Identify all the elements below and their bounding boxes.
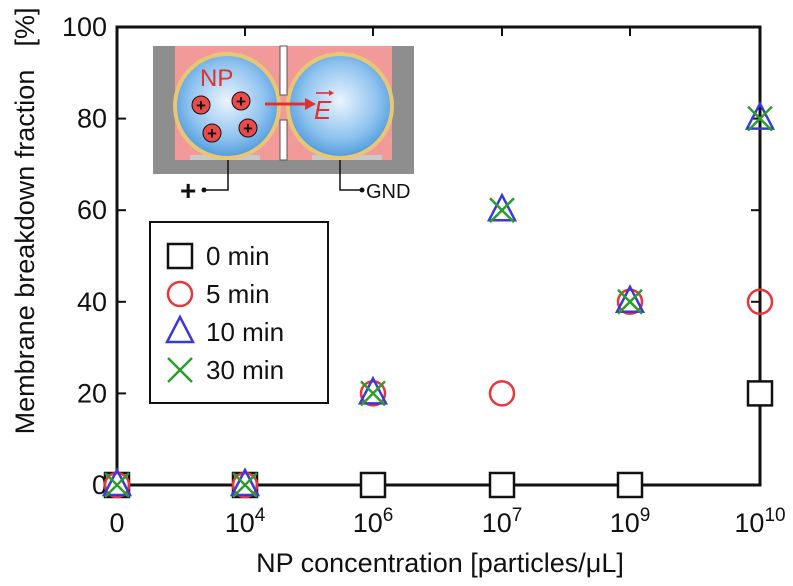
y-tick-label: 40 <box>77 287 107 317</box>
inset-droplet-right <box>286 52 394 160</box>
data-point <box>357 375 389 405</box>
cross-stroke <box>360 380 386 407</box>
charge-symbol: + <box>236 92 246 111</box>
legend-label: 10 min <box>206 317 284 347</box>
inset-wire-left <box>204 160 229 191</box>
inset-field-arrowhead <box>305 98 316 110</box>
charge-symbol: + <box>243 119 253 138</box>
series-cross <box>104 105 773 498</box>
inset-gnd-label: GND <box>366 181 410 203</box>
y-axis-unit: [%] <box>10 7 40 46</box>
data-point <box>359 471 387 499</box>
data-point <box>614 284 646 314</box>
data-point <box>747 105 773 132</box>
data-point <box>489 197 515 224</box>
series-triangle <box>101 100 776 497</box>
legend-label: 5 min <box>206 279 270 309</box>
data-point <box>746 288 774 316</box>
charge-symbol: + <box>207 124 217 143</box>
inset-np-label: NP <box>200 65 233 92</box>
inset-terminal-left <box>201 187 207 193</box>
inset-floor <box>153 160 414 174</box>
inset-field-vector-arrowhead <box>329 90 334 96</box>
legend-label: 30 min <box>206 355 284 385</box>
x-tick-label: 104 <box>225 505 266 538</box>
x-tick-label: 109 <box>610 505 651 538</box>
inset-charges: ++++ <box>191 91 258 143</box>
inset-wall-left <box>153 46 175 174</box>
legend-marker <box>164 314 196 344</box>
legend: 0 min 5 min 10 min 30 min <box>149 221 329 404</box>
plot-frame <box>115 25 762 487</box>
data-point <box>103 471 131 499</box>
y-tick-label: 60 <box>77 195 107 225</box>
data-point <box>746 380 774 407</box>
inset-separator-bottom <box>279 119 288 161</box>
data-point <box>104 472 130 498</box>
cross-stroke <box>232 472 258 498</box>
data-point <box>488 380 516 407</box>
charge-particle <box>231 91 251 111</box>
legend-marker <box>166 242 194 270</box>
data-point <box>360 380 386 407</box>
y-axis: 0 20 40 60 80 100 <box>62 12 760 500</box>
data-point <box>486 192 518 222</box>
series-circle <box>103 288 774 499</box>
data-point <box>231 471 259 499</box>
inset-field-label: E <box>314 95 332 125</box>
y-tick-label: 80 <box>77 104 107 134</box>
plot-frame-border <box>115 25 762 487</box>
charge-particle <box>191 95 211 115</box>
x-tick-label: 106 <box>353 505 394 538</box>
data-point <box>232 472 258 498</box>
y-tick-label: 20 <box>77 378 107 408</box>
cross-stroke <box>104 472 130 498</box>
inset-wire-right <box>339 160 362 191</box>
cross-stroke <box>747 105 773 132</box>
data-point <box>229 467 261 497</box>
cross-stroke <box>617 288 643 315</box>
charge-particle <box>202 123 222 143</box>
legend-marker <box>166 280 194 308</box>
charge-symbol: + <box>196 96 206 115</box>
data-point <box>616 288 644 316</box>
y-tick-label: 100 <box>62 12 107 42</box>
inset-schematic: NP ++++ E + GND <box>153 45 414 206</box>
data-point <box>359 380 387 407</box>
legend-label: 0 min <box>206 241 270 271</box>
x-axis-title: NP concentration [particles/μL] <box>256 548 624 578</box>
x-axis: 0 104 106 107 109 1010 <box>109 27 786 538</box>
inset-wall-right <box>392 46 414 174</box>
inset-separator-top <box>279 45 288 96</box>
x-tick-label: 1010 <box>734 505 785 538</box>
x-tick-label: 0 <box>109 508 124 538</box>
legend-marker <box>167 357 193 383</box>
data-point <box>101 467 133 497</box>
y-axis-title: Membrane breakdown fraction <box>10 70 40 435</box>
data-point <box>616 471 644 499</box>
inset-terminal-right <box>359 187 365 193</box>
data-point <box>617 288 643 315</box>
data-point <box>488 471 516 499</box>
charge-particle <box>238 118 258 138</box>
cross-stroke <box>489 197 515 224</box>
data-point <box>744 100 776 130</box>
cross-stroke <box>167 357 193 383</box>
data-markers <box>101 100 776 499</box>
y-tick-label: 0 <box>92 470 107 500</box>
inset-plus-label: + <box>180 175 196 206</box>
x-tick-label: 107 <box>482 505 523 538</box>
